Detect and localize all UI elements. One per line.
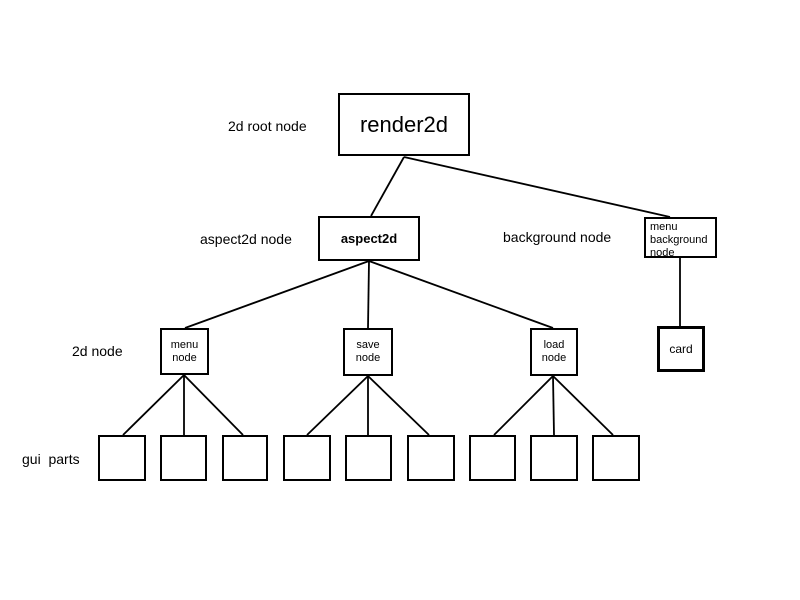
gui-part-box — [98, 435, 146, 481]
gui-part-box — [469, 435, 516, 481]
node-aspect2d: aspect2d — [318, 216, 420, 261]
node-menu-background-node: menu background node — [644, 217, 717, 259]
gui-part-box — [592, 435, 640, 481]
label-aspect2d-node: aspect2d node — [200, 231, 292, 247]
gui-part-box — [160, 435, 207, 481]
label-gui-parts: gui parts — [22, 451, 80, 467]
gui-part-box — [530, 435, 578, 481]
node-load-node: load node — [530, 328, 578, 376]
node-card: card — [657, 326, 705, 372]
gui-part-box — [222, 435, 268, 481]
label-2d-node: 2d node — [72, 343, 123, 359]
node-save-node: save node — [343, 328, 393, 376]
label-background-node: background node — [503, 229, 612, 245]
gui-part-box — [283, 435, 331, 481]
node-menu-node: menu node — [160, 328, 209, 375]
gui-part-box — [407, 435, 455, 481]
gui-part-box — [345, 435, 392, 481]
node-render2d: render2d — [338, 93, 470, 156]
label-2d-root-node: 2d root node — [228, 118, 307, 134]
